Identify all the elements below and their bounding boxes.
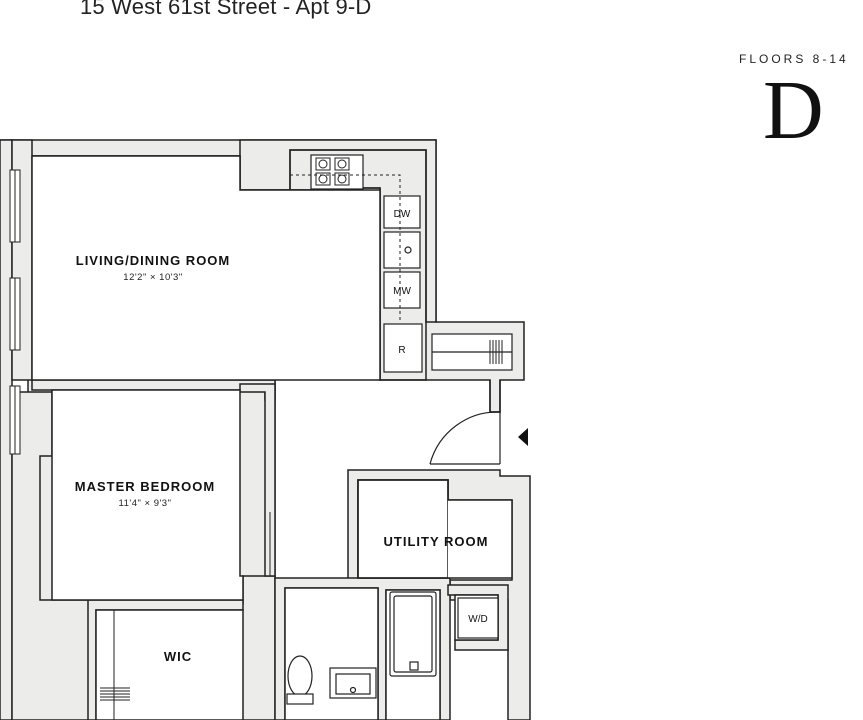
windows [9, 169, 21, 455]
entry-door-swing [429, 411, 501, 465]
washer-dryer [457, 597, 499, 639]
unit-letter: D [763, 64, 824, 157]
bathtub [389, 591, 437, 677]
dishwasher [383, 195, 421, 229]
utility-room-outline [357, 479, 513, 579]
wd-label: W/D [468, 614, 487, 625]
stove [310, 154, 364, 190]
wic-floor [95, 609, 244, 720]
unit-address: 15 West 61st Street - Apt 9-D [80, 0, 372, 19]
wic-shelf [100, 687, 130, 701]
utility-room-floor-right [448, 500, 512, 578]
bedroom-floor [51, 389, 244, 601]
bedroom-label: MASTER BEDROOM [75, 479, 215, 494]
utility-room-label: UTILITY ROOM [384, 534, 489, 549]
refrigerator [383, 323, 423, 373]
sink [383, 231, 421, 269]
floors-label: FLOORS 8-14 [739, 52, 849, 66]
living-room-floor [31, 155, 381, 381]
dw-label: DW [394, 209, 411, 220]
utility-room-floor [357, 479, 449, 579]
living-room-label: LIVING/DINING ROOM [76, 253, 231, 268]
bedroom-dims: 11'4" × 9'3" [119, 498, 172, 509]
upper-cabinet-line [290, 174, 401, 320]
entry-arrow-icon [518, 428, 528, 446]
toilet [287, 655, 313, 697]
r-label: R [398, 345, 405, 356]
microwave [383, 271, 421, 309]
living-room-dims: 12'2" × 10'3" [123, 272, 182, 283]
mw-label: MW [393, 286, 411, 297]
wic-label: WIC [164, 649, 192, 664]
